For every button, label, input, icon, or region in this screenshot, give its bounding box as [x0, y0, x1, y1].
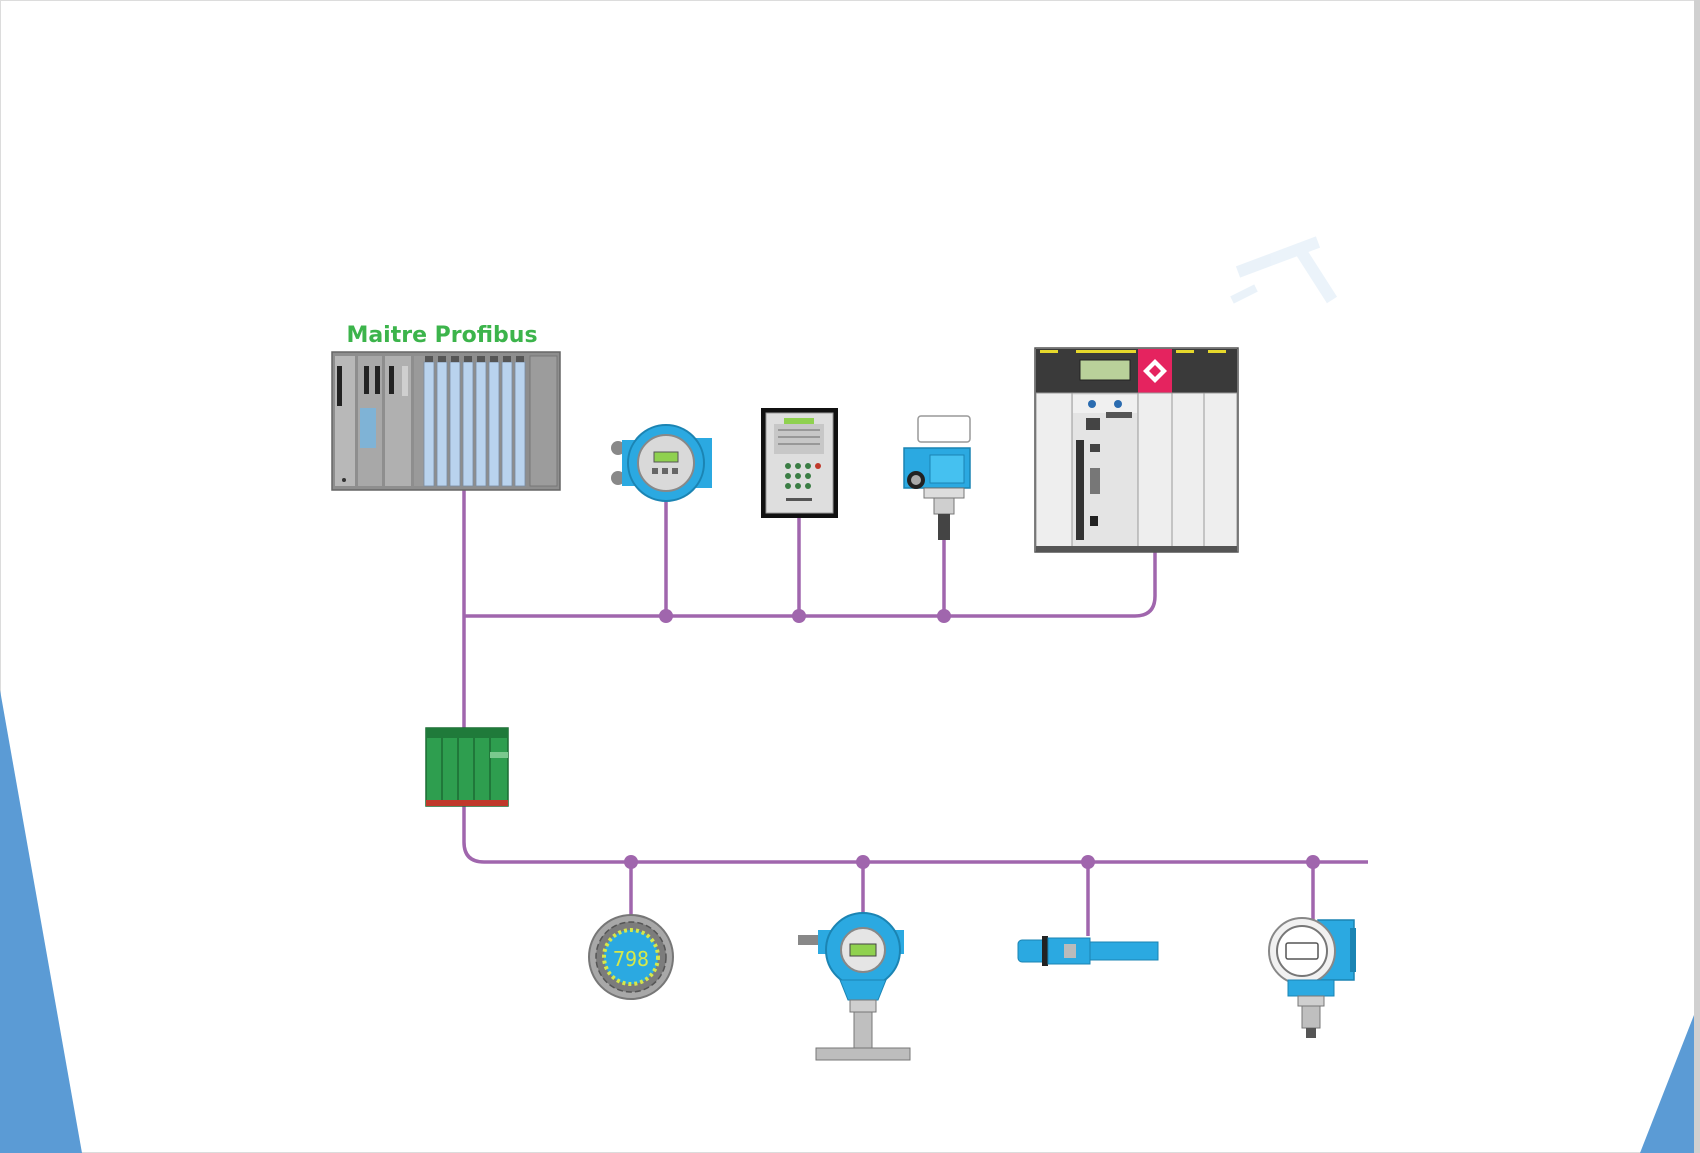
profibus-pa-bus	[462, 806, 1368, 936]
junction-dot	[1081, 855, 1095, 869]
master-label: Maitre Profibus	[346, 323, 537, 348]
dp-pa-coupler-icon	[425, 727, 509, 807]
junction-dot	[937, 609, 951, 623]
probe-sensor-icon	[1017, 936, 1159, 966]
junction-dot	[856, 855, 870, 869]
profibus-dp-bus	[462, 490, 1157, 728]
slide-right-edge	[1694, 0, 1700, 1153]
indicator-display-icon: 798	[588, 914, 674, 1000]
pressure-sensor-icon	[1268, 917, 1356, 1038]
indicator-reading: 798	[613, 947, 649, 971]
master-plc-icon	[331, 351, 561, 491]
level-switch-icon	[903, 415, 971, 540]
bus-junctions	[624, 609, 1320, 869]
right-corner-decoration	[1640, 1015, 1694, 1153]
plc-rack-icon	[1034, 347, 1239, 553]
keypad-controller-icon	[761, 408, 838, 518]
junction-dot	[792, 609, 806, 623]
watermark	[1230, 236, 1338, 304]
left-corner-decoration	[0, 690, 82, 1153]
junction-dot	[659, 609, 673, 623]
flowmeter-transmitter-icon	[611, 424, 712, 502]
junction-dot	[1306, 855, 1320, 869]
pressure-transmitter-icon	[798, 912, 911, 1061]
junction-dot	[624, 855, 638, 869]
